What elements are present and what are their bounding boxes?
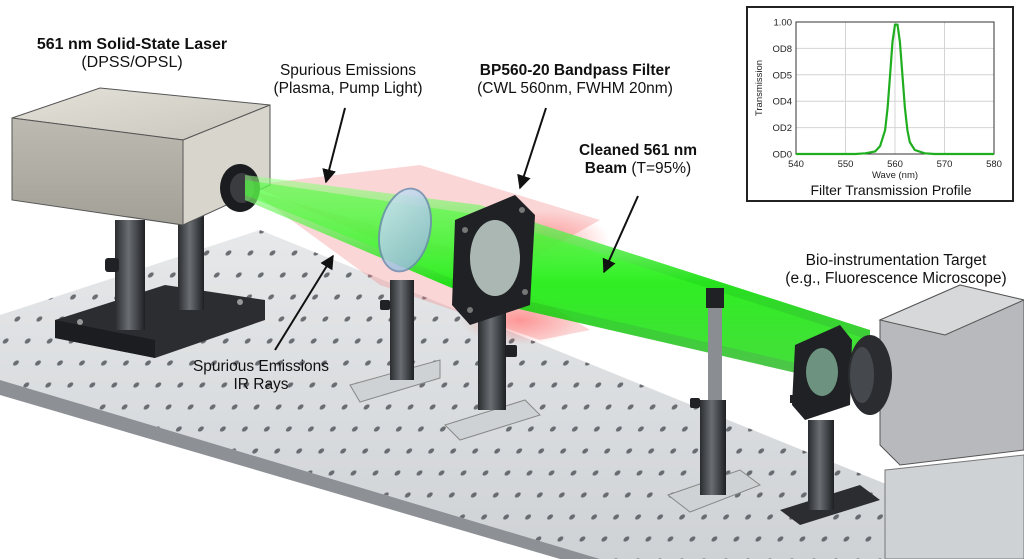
bandpass-filter-mount [444,195,541,441]
y-axis-label: Transmission [754,60,765,116]
plot-frame [795,21,995,155]
x-tick-label: 540 [788,159,804,170]
laser-label: 561 nm Solid-State Laser (DPSS/OPSL) [8,36,256,73]
y-tick-label: OD4 [772,97,792,108]
spurious-top-label: Spurious Emissions (Plasma, Pump Light) [248,62,448,98]
y-tick-label: OD0 [772,150,792,161]
lens-mount [349,187,441,403]
spurious-ir-label: Spurious Emissions IR Rays [176,358,346,394]
x-tick-label: 550 [838,159,854,170]
transmission-curve [796,23,994,156]
y-tick-label: OD8 [772,44,792,55]
y-tick-label: OD2 [772,123,792,134]
arrow-filter [517,107,547,190]
x-axis-label: Wave (nm) [872,170,918,181]
spurious-top-line2: (Plasma, Pump Light) [273,79,423,97]
y-tick-label: OD5 [772,70,792,81]
spurious-ir-line2: IR Rays [233,375,289,393]
arrow-cleaned-beam [602,195,639,274]
arrow-spurious-top [322,107,346,184]
cleaned-line1: Cleaned 561 nm [578,142,698,159]
filter-label: BP560-20 Bandpass Filter (CWL 560nm, FWH… [458,62,692,98]
x-tick-label: 570 [937,159,953,170]
target-line2: (e.g., Fluorescence Microscope) [785,269,1007,287]
laser-title: 561 nm Solid-State Laser [36,36,228,53]
target-line1: Bio-instrumentation Target [805,252,987,269]
cleaned-beam-label: Cleaned 561 nm Beam (T=95%) [568,142,708,178]
x-tick-label: 580 [986,159,1002,170]
x-tick-label: 560 [887,159,903,170]
target-mount [780,325,880,525]
spurious-ir-line1: Spurious Emissions [192,358,330,375]
microscope-housing [848,284,1024,559]
filter-subtitle: (CWL 560nm, FWHM 20nm) [477,79,673,97]
cleaned-transmission: (T=95%) [627,159,692,177]
annotation-arrows [274,107,639,351]
spurious-top-line1: Spurious Emissions [279,62,417,79]
y-tick-label: 1.00 [774,18,793,29]
laser-subtitle: (DPSS/OPSL) [81,54,183,72]
chart-title: Filter Transmission Profile [810,182,971,198]
filter-title: BP560-20 Bandpass Filter [479,62,671,79]
arrow-spurious-ir [274,254,334,351]
cleaned-beam-word: Beam [584,159,628,177]
iris-post [666,288,762,513]
laser-head [11,87,271,358]
target-label: Bio-instrumentation Target (e.g., Fluore… [776,252,1016,288]
